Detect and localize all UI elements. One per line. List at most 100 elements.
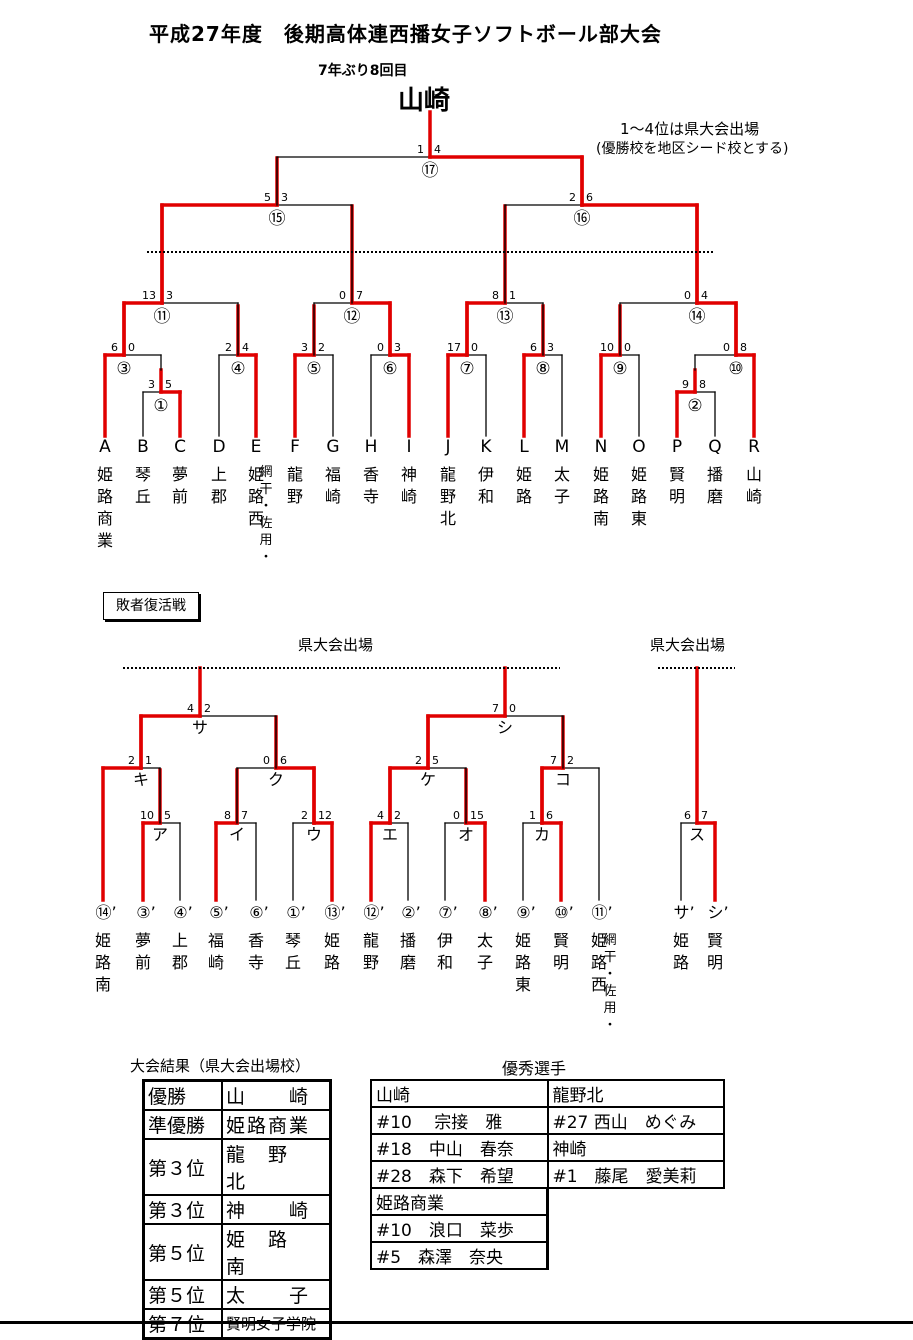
repechage-school: 福 [208, 931, 224, 950]
team-school: 山 [746, 465, 762, 484]
team-school: 路 [248, 487, 264, 506]
match-score: 6 [586, 191, 593, 204]
match-label: ⑬ [497, 307, 514, 327]
team-school: 路 [593, 487, 609, 506]
match-score: 12 [318, 809, 332, 822]
match-score: 1 [529, 809, 536, 822]
match-score: 0 [339, 289, 346, 302]
table-row: 第５位姫 路 南 [142, 1223, 332, 1281]
result-rank: 準優勝 [142, 1109, 223, 1140]
match-score: 3 [281, 191, 288, 204]
team-school: 寺 [363, 487, 379, 506]
team-school: 伊 [478, 465, 494, 484]
team-letter: P [672, 437, 682, 457]
match-score: 8 [740, 341, 747, 354]
repechage-school: 路 [95, 953, 111, 972]
team-letter: J [444, 437, 450, 457]
player-cell: #18 中山 春奈 [370, 1133, 549, 1162]
results-title: 大会結果（県大会出場校） [130, 1057, 311, 1075]
team-school: 丘 [135, 487, 151, 506]
match-score: 0 [509, 702, 516, 715]
match-score: 3 [148, 378, 155, 391]
team-letter: F [290, 437, 300, 457]
team-letter: L [519, 437, 529, 457]
team-school: 龍 [440, 465, 456, 484]
team-letter: E [251, 437, 262, 457]
repechage-school: ・ [603, 1018, 616, 1033]
results-table: 優勝山 崎 準優勝姫路商業 第３位龍 野 北 第３位神 崎 第５位姫 路 南 第… [142, 1079, 332, 1340]
team-school: ・ [259, 499, 272, 514]
table-row: 準優勝姫路商業 [142, 1109, 332, 1140]
repechage-entry: ⑤’ [209, 903, 228, 922]
match-score: 5 [432, 754, 439, 767]
repechage-entry: ⑨’ [516, 903, 535, 922]
match-score: 0 [624, 341, 631, 354]
result-school: 姫路商業 [221, 1109, 332, 1140]
player-cell: 神崎 [546, 1133, 725, 1162]
repechage-entry: ⑦’ [438, 903, 457, 922]
match-label: ⑯ [574, 209, 591, 229]
repechage-school: 姫 [591, 931, 607, 950]
team-school: 龍 [287, 465, 303, 484]
match-label: イ [229, 825, 245, 844]
team-school: 姫 [593, 465, 609, 484]
team-school: 佐 [259, 516, 272, 531]
team-school: 北 [440, 509, 456, 528]
team-school: 崎 [325, 487, 341, 506]
repechage-entry: シ’ [707, 903, 728, 922]
repechage-school: 姫 [673, 931, 689, 950]
match-score: 2 [204, 702, 211, 715]
qualify-note: 1～4位は県大会出場 [620, 120, 760, 138]
repechage-entry: ③’ [136, 903, 155, 922]
team-school: 上 [211, 465, 227, 484]
table-row: 第５位太 子 [142, 1279, 332, 1310]
repechage-entry: ⑭’ [95, 903, 116, 922]
repechage-school: 夢 [135, 931, 151, 950]
match-score: 2 [394, 809, 401, 822]
match-label: ⑥ [382, 359, 397, 379]
match-score: 7 [701, 809, 708, 822]
match-score: 3 [547, 341, 554, 354]
repechage-entry: サ’ [673, 903, 694, 922]
match-score: 13 [142, 289, 156, 302]
team-school: 子 [554, 487, 570, 506]
team-school: 網 [259, 465, 272, 480]
match-score: 6 [684, 809, 691, 822]
repechage-school: 南 [95, 975, 111, 994]
match-score: 2 [318, 341, 325, 354]
match-score: 1 [417, 143, 424, 156]
table-row: #5 森澤 奈央 [370, 1241, 724, 1270]
match-label: ア [152, 825, 168, 844]
match-label: ⑮ [269, 209, 286, 229]
qualify-label-left: 県大会出場 [298, 636, 374, 654]
repechage-school: 姫 [95, 931, 111, 950]
match-label: エ [382, 825, 398, 844]
team-letter: N [595, 437, 608, 457]
repechage-school: 路 [515, 953, 531, 972]
repechage-school: 明 [707, 953, 723, 972]
repechage-school: 姫 [324, 931, 340, 950]
match-label: ウ [306, 825, 322, 844]
repechage-school: ・ [603, 967, 616, 982]
repechage-entry: ①’ [286, 903, 305, 922]
table-row: #10 宗接 雅#27 西山 めぐみ [370, 1106, 725, 1135]
match-score: 3 [166, 289, 173, 302]
repechage-school: 路 [673, 953, 689, 972]
match-score: 0 [471, 341, 478, 354]
repechage-entry: ⑩’ [554, 903, 573, 922]
repechage-entry: ⑪’ [591, 903, 612, 922]
match-score: 0 [453, 809, 460, 822]
table-row: 優勝山 崎 [142, 1079, 332, 1111]
match-label: ① [153, 396, 168, 416]
team-school: 干 [259, 482, 272, 497]
match-score: 2 [128, 754, 135, 767]
team-letter: B [137, 437, 149, 457]
match-label: シ [497, 718, 513, 737]
team-school: 崎 [746, 487, 762, 506]
team-school: 路 [631, 487, 647, 506]
repechage-school: 播 [400, 931, 416, 950]
repechage-school: 丘 [285, 953, 301, 972]
team-letter: K [480, 437, 492, 457]
table-row: 第３位神 崎 [142, 1194, 332, 1225]
repechage-school: 網 [603, 933, 616, 948]
